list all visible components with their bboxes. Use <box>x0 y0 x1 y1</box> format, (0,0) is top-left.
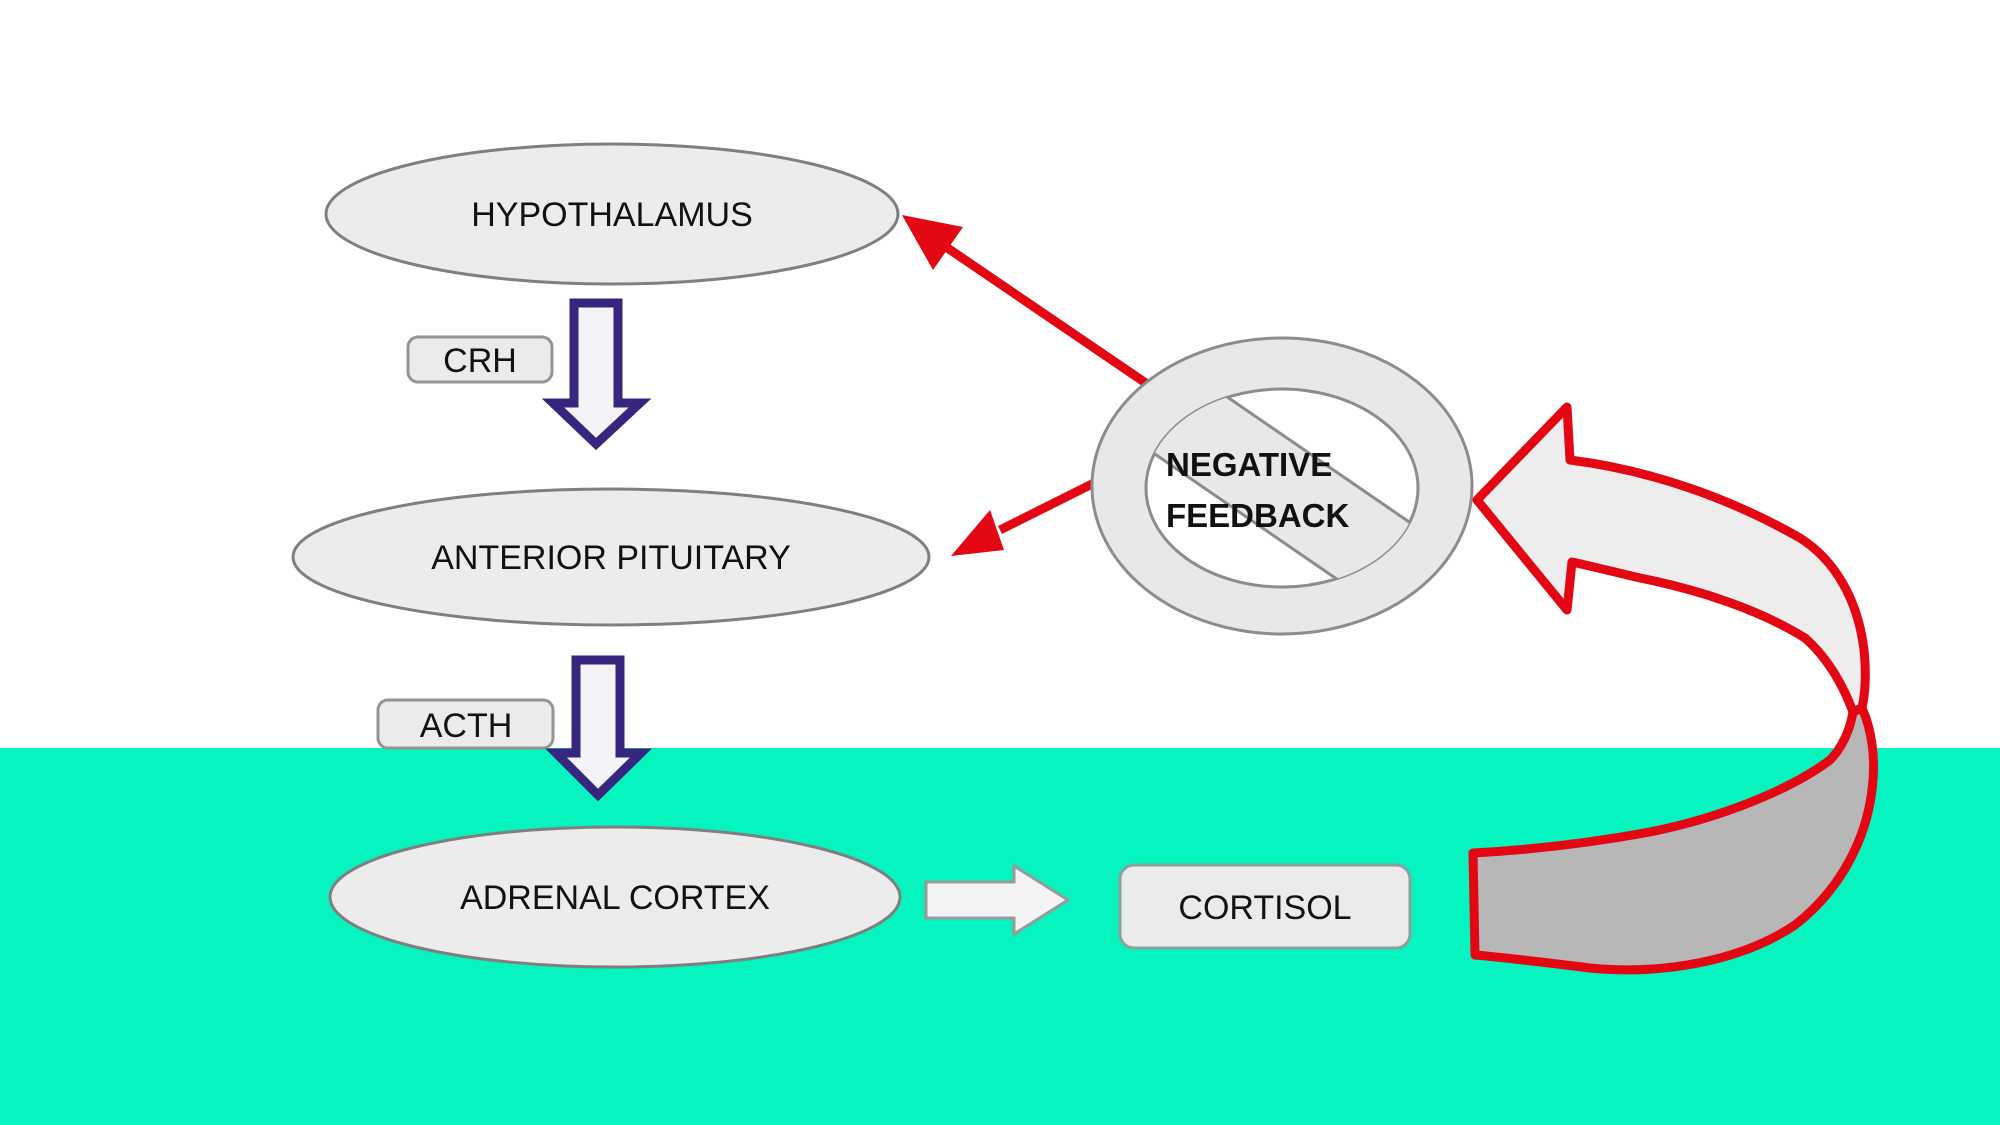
background-upper-white <box>0 0 2000 748</box>
node-anterior-pituitary: ANTERIOR PITUITARY <box>291 487 931 627</box>
crh-flow-down-arrow-icon <box>541 298 652 451</box>
cortisol-box <box>1118 863 1412 950</box>
node-anterior-pituitary-label: ANTERIOR PITUITARY <box>431 539 791 577</box>
node-ellipse <box>291 487 931 627</box>
cortisol-feedback-ribbon-arrow <box>1468 402 1878 975</box>
red-arrowhead-icon <box>902 215 963 270</box>
node-ellipse <box>328 825 902 969</box>
hormone-label-box <box>376 698 555 750</box>
adrenal-to-cortisol-arrow-icon <box>924 863 1071 937</box>
hormone-label-box <box>406 335 554 384</box>
node-hypothalamus-label: HYPOTHALAMUS <box>471 196 753 234</box>
hormone-acth: ACTH <box>376 698 555 750</box>
negative-feedback-symbol: NEGATIVE FEEDBACK <box>1090 336 1474 636</box>
hormone-crh: CRH <box>406 335 554 384</box>
node-adrenal-cortex: ADRENAL CORTEX <box>328 825 902 969</box>
hormone-acth-label: ACTH <box>420 707 513 745</box>
ribbon-lower-band <box>1468 703 1878 975</box>
hormone-crh-label: CRH <box>443 342 517 380</box>
negative-feedback-label-line2: FEEDBACK <box>1166 497 1350 534</box>
node-ellipse <box>324 142 900 286</box>
red-arrowhead-icon <box>951 510 1004 556</box>
node-hypothalamus: HYPOTHALAMUS <box>324 142 900 286</box>
node-adrenal-cortex-label: ADRENAL CORTEX <box>460 879 770 917</box>
acth-flow-down-arrow-icon <box>545 655 653 802</box>
output-cortisol: CORTISOL <box>1118 863 1412 950</box>
cortisol-label: CORTISOL <box>1178 889 1351 927</box>
negative-feedback-label-line1: NEGATIVE <box>1166 446 1332 483</box>
